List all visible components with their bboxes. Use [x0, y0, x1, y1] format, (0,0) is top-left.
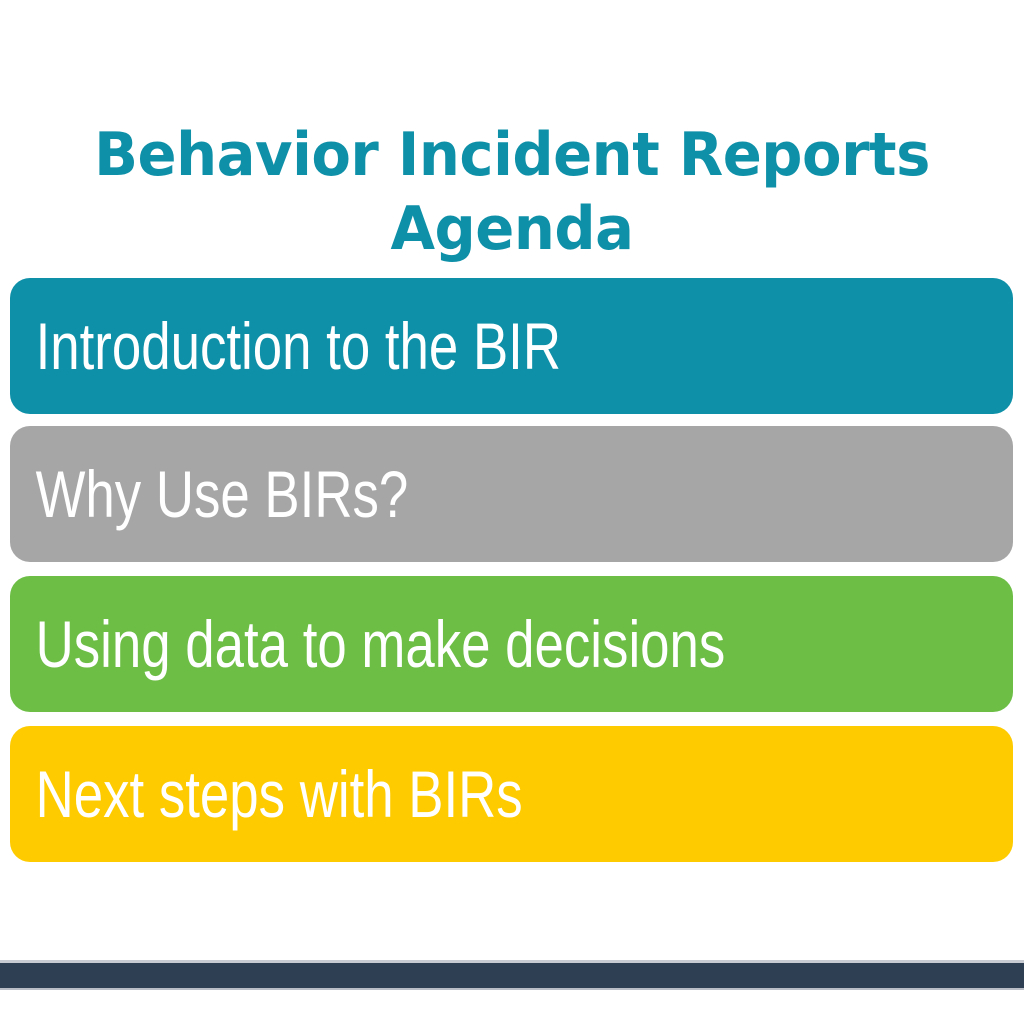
agenda-item-introduction-to-the-bir[interactable]: Introduction to the BIR	[10, 278, 1013, 414]
page-title: Behavior Incident Reports Agenda	[94, 120, 930, 265]
agenda-item-why-use-birs[interactable]: Why Use BIRs?	[10, 426, 1013, 562]
footer-divider	[0, 960, 1024, 963]
agenda-item-using-data-to-make-decisions[interactable]: Using data to make decisions	[10, 576, 1013, 712]
footer-band	[0, 963, 1024, 988]
agenda-item-next-steps-with-birs[interactable]: Next steps with BIRs	[10, 726, 1013, 862]
footer-underline	[0, 988, 1024, 990]
agenda-item-label: Using data to make decisions	[35, 607, 726, 681]
agenda-item-label: Why Use BIRs?	[35, 457, 409, 531]
agenda-item-label: Introduction to the BIR	[35, 309, 561, 383]
agenda-item-label: Next steps with BIRs	[35, 757, 523, 831]
